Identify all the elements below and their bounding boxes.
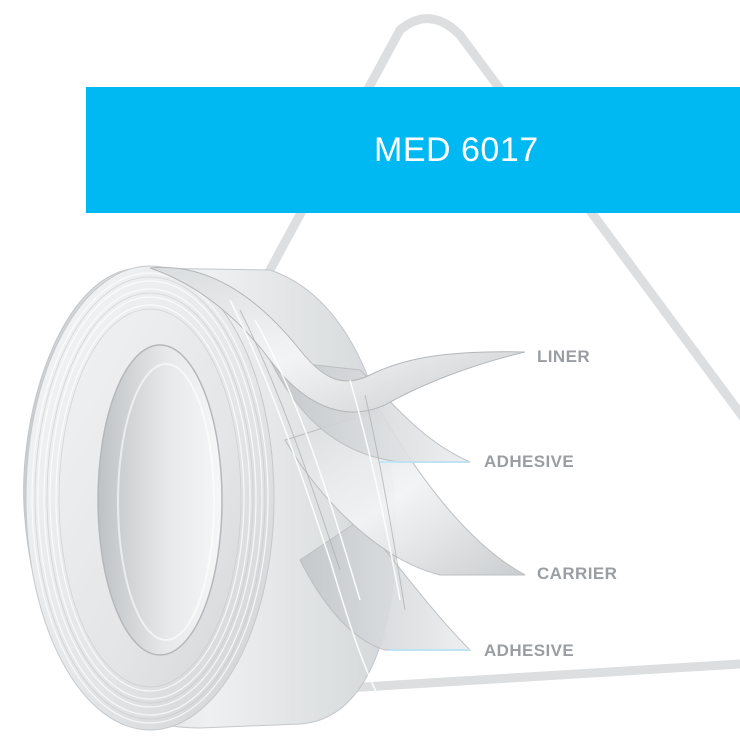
layer-label-adhesive-bottom: ADHESIVE [484, 641, 575, 660]
product-banner: MED 6017 [86, 87, 740, 213]
background-outline [265, 14, 740, 694]
layer-label-carrier: CARRIER [537, 564, 618, 583]
strip-liner [149, 266, 526, 413]
product-title: MED 6017 [374, 131, 539, 169]
wound-layer-rings [31, 272, 269, 724]
layer-label-liner: LINER [537, 347, 590, 366]
layer-label-adhesive-top: ADHESIVE [484, 452, 575, 471]
tape-roll-core [97, 344, 223, 656]
